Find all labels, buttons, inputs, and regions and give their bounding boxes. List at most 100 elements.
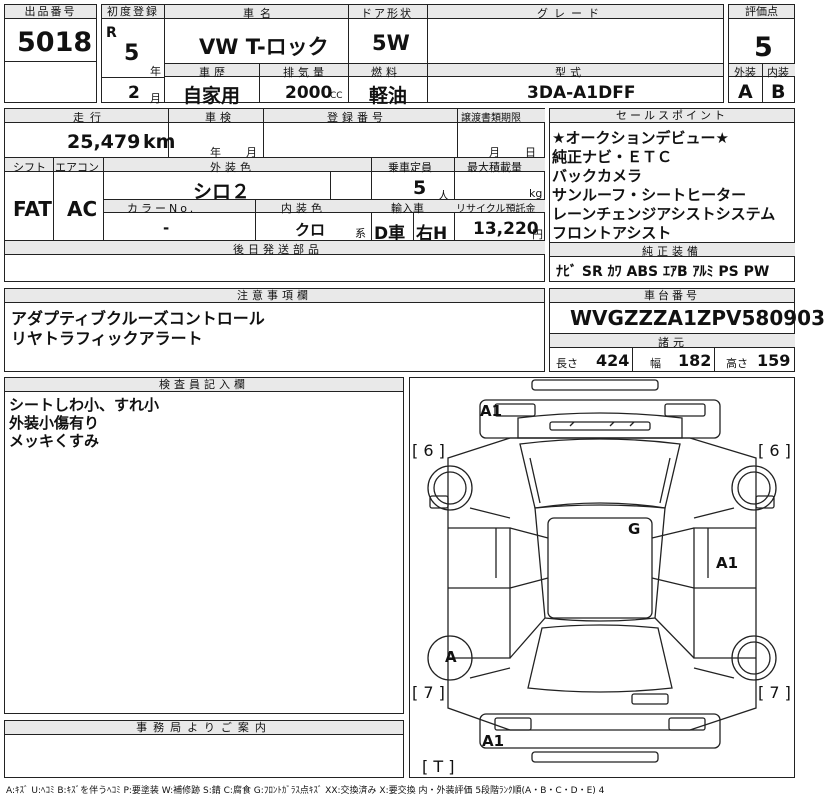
- colorno-label: カラーNo.: [127, 202, 197, 215]
- capacity-label: 乗車定員: [388, 161, 432, 174]
- import-label: 輸入車: [391, 202, 424, 215]
- width-value: 182: [678, 351, 712, 370]
- lot-label: 出品番号: [5, 5, 96, 19]
- ac-label: エアコン: [55, 161, 99, 174]
- mileage-unit: km: [143, 131, 176, 153]
- model-value: 3DA-A1DFF: [527, 83, 636, 103]
- lot-number: 5018: [17, 27, 93, 58]
- fuel-value: 軽油: [369, 85, 408, 107]
- chassis-label: 車台番号: [550, 289, 794, 303]
- recycle-label: リサイクル預託金: [456, 204, 536, 215]
- inspection-month-unit: 月: [246, 146, 257, 159]
- inspector-note-line: メッキくすみ: [9, 432, 100, 450]
- transfer-label: 譲渡書類期限: [461, 113, 521, 124]
- shift-value: FAT: [13, 197, 52, 221]
- notes-line: アダプティブクルーズコントロール: [11, 309, 265, 328]
- colorno-value: -: [163, 219, 170, 237]
- inspector-notes: シートしわ小、すれ小外装小傷有りメッキくすみ: [9, 396, 159, 450]
- sales-point-line: サンルーフ・シートヒーター: [552, 186, 747, 204]
- sales-point-label: セールスポイント: [550, 109, 794, 123]
- chassis-number: WVGZZZA1ZPV580903: [570, 306, 825, 330]
- chassis-box: 車台番号 WVGZZZA1ZPV580903 諸元 長さ 424 幅 182 高…: [549, 288, 825, 372]
- regno-label: 登録番号: [327, 111, 387, 124]
- transfer-month-unit: 月: [489, 146, 500, 159]
- later-parts-label: 後日発送部品: [233, 243, 323, 256]
- sales-point-line: レーンチェンジアシストシステム: [552, 205, 776, 223]
- displacement-label: 排気量: [283, 66, 328, 79]
- equipment-label: 純正装備: [642, 245, 702, 258]
- inspector-note-line: シートしわ小、すれ小: [9, 396, 160, 414]
- fuel-label: 燃料: [371, 66, 401, 79]
- month-unit: 月: [150, 92, 161, 105]
- interior-label: 内装: [767, 66, 789, 79]
- grade-label: グレード: [537, 7, 605, 20]
- intcolor-label: 内装色: [281, 202, 326, 215]
- left-rear-tire-label: [ 7 ]: [412, 683, 445, 702]
- recycle-unit: 円: [532, 228, 543, 241]
- length-value: 424: [596, 351, 630, 370]
- score-value: 5: [754, 32, 773, 63]
- interior-grade: B: [771, 81, 786, 103]
- details-box: 走行 車検 登録番号 譲渡書類期限 25,479 km 年 月 月 日 シフト …: [4, 108, 545, 282]
- history-value: 自家用: [183, 85, 241, 107]
- car-diagram-box: A1 G A1 A A1 [ 6 ] [ 6 ] [ 7 ] [ 7 ] [ T…: [409, 377, 795, 778]
- ac-value: AC: [67, 197, 98, 221]
- steering-side: 右H: [416, 224, 448, 244]
- sales-point-line: バックカメラ: [552, 167, 643, 185]
- import-type: D車: [374, 224, 406, 244]
- right-rear-tire-label: [ 7 ]: [758, 683, 791, 702]
- intcolor-value: クロ: [295, 221, 326, 239]
- reg-year: 5: [124, 41, 140, 66]
- transfer-day-unit: 日: [525, 146, 536, 159]
- sales-point-line: フロントアシスト: [552, 224, 672, 242]
- mileage-value: 25,479: [67, 131, 141, 153]
- exterior-label: 外装: [734, 66, 756, 79]
- era: R: [106, 25, 117, 41]
- width-label: 幅: [650, 357, 661, 370]
- reg-month: 2: [128, 83, 140, 103]
- inspector-box: 検査員記入欄 シートしわ小、すれ小外装小傷有りメッキくすみ: [4, 377, 404, 714]
- first-registration-box: 初度登録 R 5 年 2 月: [101, 4, 165, 105]
- sales-point-line: 純正ナビ・ＥＴＣ: [552, 148, 673, 166]
- mileage-label: 走行: [73, 111, 107, 124]
- height-value: 159: [757, 351, 791, 370]
- recycle-value: 13,220: [473, 219, 539, 239]
- height-label: 高さ: [726, 357, 748, 370]
- notes-list: アダプティブクルーズコントロールリヤトラフィックアラート: [11, 309, 265, 349]
- model-label: 型式: [555, 66, 585, 79]
- displacement-unit: CC: [330, 91, 343, 101]
- roof-damage-label: G: [628, 520, 640, 538]
- notes-box: 注意事項欄 アダプティブクルーズコントロールリヤトラフィックアラート: [4, 288, 545, 372]
- rear-damage-label: A1: [482, 732, 504, 750]
- maxload-label: 最大積載量: [467, 161, 522, 174]
- lot-box: 出品番号 5018: [4, 4, 97, 103]
- history-label: 車歴: [199, 66, 229, 79]
- right-door-damage-label: A1: [716, 554, 738, 572]
- maxload-unit: kg: [529, 187, 543, 200]
- length-label: 長さ: [556, 357, 578, 370]
- car-info-box: 車名 ドア形状 グレード VW T-ロック 5W 車歴 排気量 燃料 型式 自家…: [165, 4, 724, 107]
- shift-label: シフト: [13, 161, 46, 174]
- right-front-tire-label: [ 6 ]: [758, 441, 791, 460]
- capacity-unit: 人: [438, 189, 449, 202]
- office-box: 事務局よりご案内: [4, 720, 404, 778]
- score-label: 評価点: [729, 5, 794, 19]
- car-diagram: A1 G A1 A A1 [ 6 ] [ 6 ] [ 7 ] [ 7 ] [ T…: [412, 379, 791, 776]
- intcolor-unit: 系: [355, 227, 366, 240]
- specs-label: 諸元: [658, 336, 688, 349]
- left-front-tire-label: [ 6 ]: [412, 441, 445, 460]
- wheel-damage-label: A: [445, 648, 457, 666]
- first-reg-label: 初度登録: [102, 5, 164, 19]
- year-unit: 年: [150, 65, 161, 78]
- color-value: シロ２: [193, 181, 251, 203]
- tail-label: [ T ]: [422, 757, 454, 776]
- legend-text: A:ｷｽﾞ U:ﾍｺﾐ B:ｷｽﾞを伴うﾍｺﾐ P:要塗装 W:補修跡 S:錆 …: [6, 786, 605, 796]
- displacement-value: 2000: [285, 83, 333, 103]
- car-name: VW T-ロック: [199, 35, 329, 59]
- exterior-grade: A: [738, 81, 753, 103]
- front-damage-label: A1: [480, 402, 502, 420]
- inspection-year-unit: 年: [210, 146, 221, 159]
- door-label: ドア形状: [361, 7, 413, 20]
